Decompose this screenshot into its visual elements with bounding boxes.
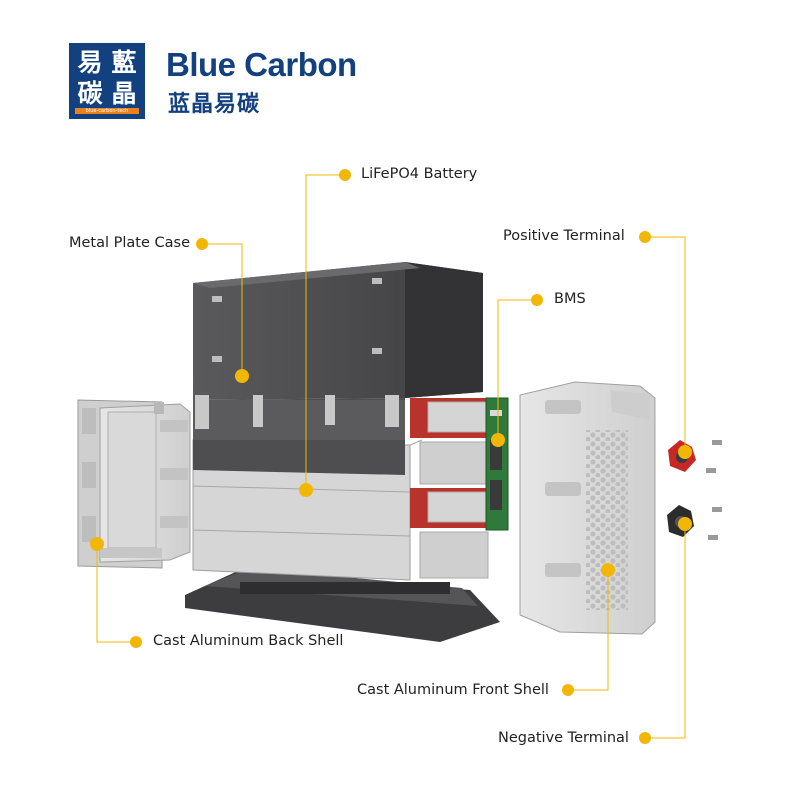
back-shell-part — [77, 399, 191, 569]
callout-dot — [90, 537, 104, 551]
front-shell-part — [519, 381, 656, 635]
negative-terminal-part — [667, 505, 722, 540]
callout-cast-aluminum-back-shell: Cast Aluminum Back Shell — [153, 633, 344, 649]
callout-dot — [196, 238, 208, 250]
callout-dot — [531, 294, 543, 306]
positive-terminal-part — [668, 440, 722, 473]
callout-lifepo4-battery: LiFePO4 Battery — [361, 166, 478, 182]
callout-dot — [299, 483, 313, 497]
bottom-bracket-part — [185, 568, 500, 642]
callout-dot — [562, 684, 574, 696]
callout-bms: BMS — [554, 291, 586, 307]
callout-dot — [601, 563, 615, 577]
callout-dot — [491, 433, 505, 447]
logo-glyph: 碳 — [77, 79, 103, 108]
metal-case-part — [193, 262, 483, 475]
leader-lines — [96, 174, 686, 739]
brand-name-english: Blue Carbon — [166, 46, 357, 83]
callout-dot — [639, 231, 651, 243]
callout-dots — [90, 169, 692, 744]
brand-name-chinese: 蓝晶易碳 — [168, 92, 261, 117]
callout-negative-terminal: Negative Terminal — [498, 730, 629, 746]
callout-dot — [130, 636, 142, 648]
callout-dot — [639, 732, 651, 744]
callout-dot — [235, 369, 249, 383]
logo-glyph: 晶 — [111, 79, 137, 108]
callout-dot — [678, 445, 692, 459]
callout-metal-plate-case: Metal Plate Case — [69, 235, 190, 251]
bms-board-part — [485, 397, 509, 531]
callout-cast-aluminum-front-shell: Cast Aluminum Front Shell — [357, 682, 549, 698]
logo-strip: blue-carbon-tech — [75, 108, 139, 114]
brand-logo-icon: 易 藍 碳 晶 blue-carbon-tech — [69, 43, 145, 119]
logo-glyph: 易 — [77, 48, 103, 77]
callout-positive-terminal: Positive Terminal — [503, 228, 625, 244]
callout-dot — [678, 517, 692, 531]
logo-glyph: 藍 — [111, 48, 137, 77]
callout-dot — [339, 169, 351, 181]
cell-stack-part — [410, 398, 489, 579]
